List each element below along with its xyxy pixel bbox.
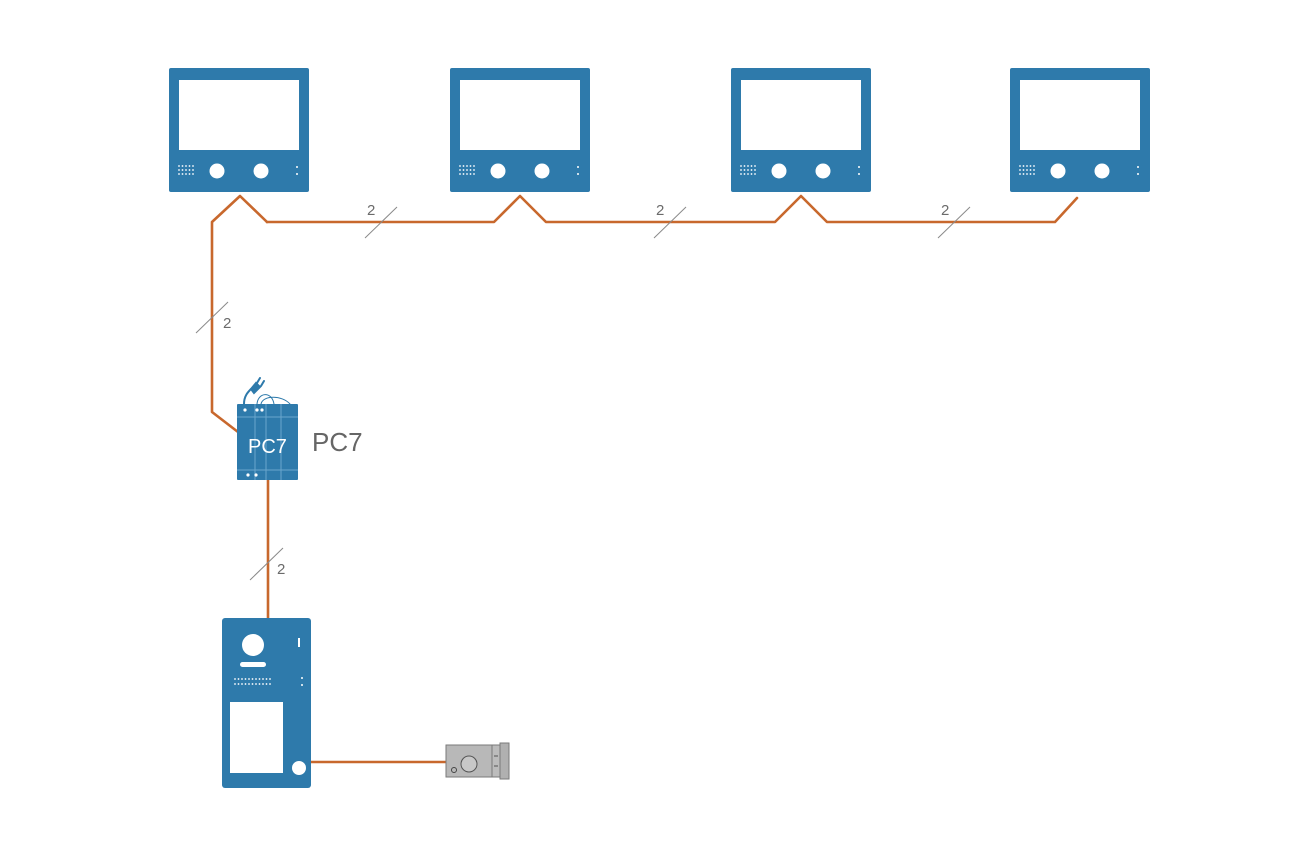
power-supply-icon: PC7 [237, 404, 298, 480]
wire-count-label: 2 [941, 202, 949, 219]
door-lock-icon [445, 742, 510, 780]
plug-icon [243, 377, 291, 405]
monitor-icon [1010, 68, 1150, 192]
wire-count-tick [364, 206, 398, 239]
wire-count-tick [937, 206, 971, 239]
wire-count-label: 2 [277, 561, 285, 578]
door-station-icon [222, 618, 311, 788]
monitor-icon [731, 68, 871, 192]
wire-count-tick [653, 206, 687, 239]
wire-count-label: 2 [367, 202, 375, 219]
wire-count-label: 2 [656, 202, 664, 219]
monitor-icon [169, 68, 309, 192]
power-supply-face-text: PC7 [248, 436, 287, 458]
wire-count-tick [249, 547, 284, 581]
bus-wire-monitors [210, 194, 269, 434]
bus-wire-chain [265, 194, 1079, 224]
monitor-icon [450, 68, 590, 192]
wire-count-label: 2 [223, 315, 231, 332]
wire-count-tick [195, 301, 229, 334]
power-supply-label: PC7 [312, 427, 363, 457]
